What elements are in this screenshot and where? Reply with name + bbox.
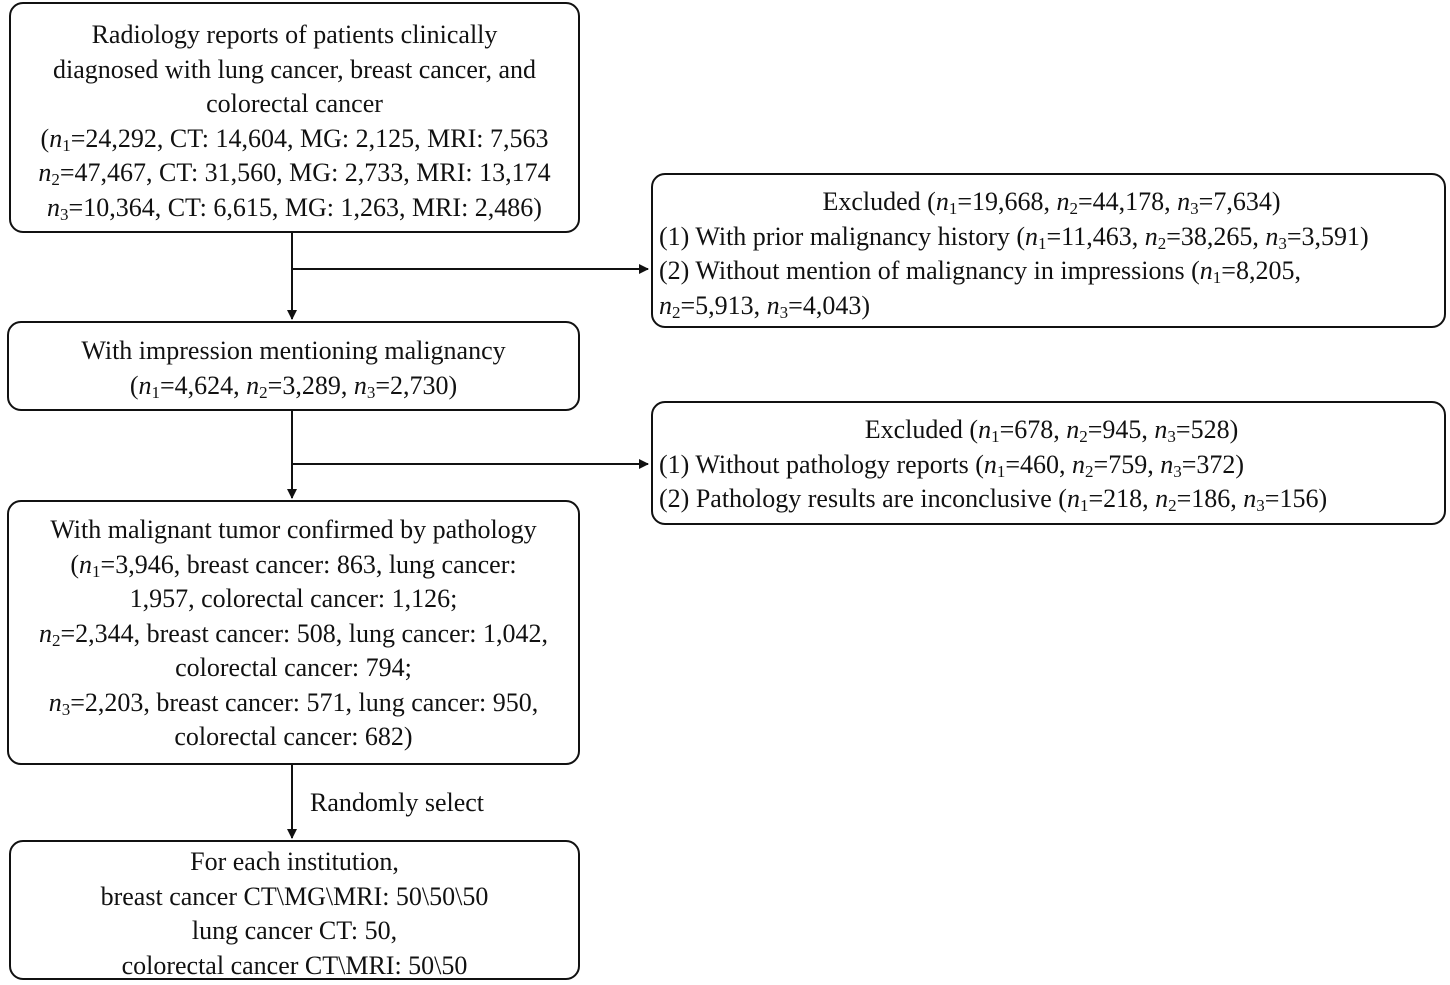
box-line: colorectal cancer CT\MRI: 50\50 bbox=[121, 950, 468, 980]
box-line: lung cancer CT: 50, bbox=[191, 916, 398, 945]
box-line: diagnosed with lung cancer, breast cance… bbox=[52, 54, 537, 84]
box-confirmed-pathology: With malignant tumor confirmed by pathol… bbox=[7, 500, 580, 765]
box-line: (2) Without mention of malignancy in imp… bbox=[659, 256, 1301, 287]
box-excluded-second: Excluded (n1=678, n2=945, n3=528) (1) Wi… bbox=[651, 401, 1446, 525]
box-line: colorectal cancer: 794; bbox=[175, 653, 412, 682]
box-line: n2=2,344, breast cancer: 508, lung cance… bbox=[38, 618, 549, 650]
box-line: (n1=24,292, CT: 14,604, MG: 2,125, MRI: … bbox=[40, 123, 549, 155]
box-line: (n1=3,946, breast cancer: 863, lung canc… bbox=[70, 549, 517, 581]
box-line: (1) Without pathology reports (n1=460, n… bbox=[659, 449, 1245, 481]
box-line: Excluded (n1=678, n2=945, n3=528) bbox=[864, 415, 1239, 446]
box-line: colorectal cancer: 682) bbox=[174, 722, 413, 751]
box-line: With malignant tumor confirmed by pathol… bbox=[50, 515, 537, 544]
box-line: (n1=4,624, n2=3,289, n3=2,730) bbox=[129, 370, 458, 402]
box-line: n3=10,364, CT: 6,615, MG: 1,263, MRI: 2,… bbox=[47, 192, 542, 224]
box-line: (1) With prior malignancy history (n1=11… bbox=[659, 221, 1369, 253]
box-excluded-first: Excluded (n1=19,668, n2=44,178, n3=7,634… bbox=[651, 173, 1446, 328]
box-line: breast cancer CT\MG\MRI: 50\50\50 bbox=[100, 881, 489, 911]
box-line: colorectal cancer bbox=[206, 89, 383, 118]
box-random-selection: For each institution, breast cancer CT\M… bbox=[9, 840, 580, 980]
box-line: n2=47,467, CT: 31,560, MG: 2,733, MRI: 1… bbox=[38, 158, 551, 189]
box-line: With impression mentioning malignancy bbox=[81, 336, 506, 365]
box-line: Excluded (n1=19,668, n2=44,178, n3=7,634… bbox=[822, 187, 1281, 218]
box-radiology-reports: Radiology reports of patients clinically… bbox=[9, 2, 580, 233]
box-line: For each institution, bbox=[190, 847, 399, 876]
box-line: 1,957, colorectal cancer: 1,126; bbox=[129, 584, 458, 613]
box-line: Radiology reports of patients clinically bbox=[91, 20, 498, 49]
box-impression-malignancy: With impression mentioning malignancy (n… bbox=[7, 321, 580, 411]
box-line: (2) Pathology results are inconclusive (… bbox=[659, 484, 1328, 515]
box-line: n3=2,203, breast cancer: 571, lung cance… bbox=[48, 687, 539, 719]
edge-label-randomly-select: Randomly select bbox=[310, 788, 485, 817]
box-line: n2=5,913, n3=4,043) bbox=[659, 290, 870, 322]
